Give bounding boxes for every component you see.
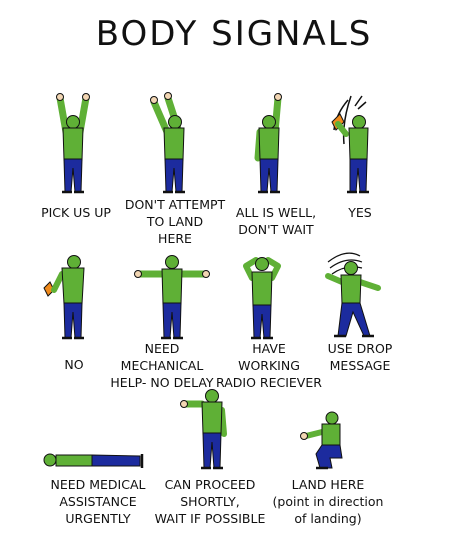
drop-message-figure-icon [325,252,381,338]
land-here-figure-icon [300,411,343,470]
working-radio-figure-icon [243,257,281,340]
label-no: NO [64,357,84,372]
can-proceed-figure-icon [180,389,227,470]
yes-figure-icon [331,95,369,194]
label-mechanical-help: NEED MECHANICAL HELP- NO DELAY [110,341,214,390]
label-land-here: LAND HERE (point in direction of landing… [272,477,384,526]
medical-assistance-figure-icon [43,453,144,468]
label-drop-message: USE DROP MESSAGE [327,341,393,373]
label-medical-assistance: NEED MEDICAL ASSISTANCE URGENTLY [50,477,146,526]
label-pick-us-up: PICK US UP [41,205,111,220]
page-title: BODY SIGNALS [95,14,373,54]
dont-attempt-figure-icon [150,92,185,194]
mechanical-help-figure-icon [134,255,210,340]
label-all-is-well: ALL IS WELL, DON'T WAIT [235,205,317,237]
label-dont-attempt: DON'T ATTEMPT TO LAND HERE [124,197,226,246]
pick-us-up-figure-icon [56,93,90,194]
label-can-proceed: CAN PROCEED SHORTLY, WAIT IF POSSIBLE [154,477,266,526]
label-yes: YES [348,205,372,220]
all-is-well-figure-icon [254,93,282,194]
label-working-radio: HAVE WORKING RADIO RECIEVER [216,341,322,390]
no-figure-icon [43,255,85,340]
